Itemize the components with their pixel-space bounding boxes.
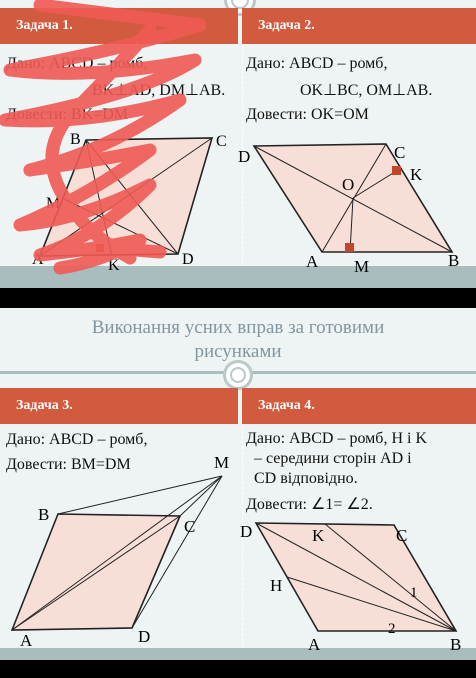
- task4-label-b: B: [450, 635, 461, 654]
- column-divider: [242, 426, 243, 646]
- task3-figure: M B C A D: [10, 453, 229, 650]
- slide-title-line2: рисунками: [194, 341, 282, 362]
- task3-header-label: Задача 3.: [16, 398, 73, 413]
- task4-header-label: Задача 4.: [258, 398, 315, 413]
- task3-prove: Довести: BM=DM: [6, 456, 131, 473]
- task4-angle-1: 1: [410, 585, 418, 601]
- task3-header: Задача 3.: [0, 388, 238, 424]
- task2-label-a: A: [306, 252, 319, 271]
- slide-ring-ornament: [223, 360, 253, 390]
- slide-bottom: Виконання усних вправ за готовими рисунк…: [0, 308, 476, 660]
- task4-angle-2: 2: [388, 621, 396, 637]
- task4-segment-hb: [286, 576, 457, 632]
- task3-label-d: D: [138, 627, 150, 646]
- task3-label-b: B: [38, 505, 49, 524]
- task4-label-k: K: [312, 526, 325, 545]
- task2-segment-ok: [352, 169, 399, 199]
- task3-diagonal-ac: [11, 515, 181, 631]
- column-divider: [242, 46, 243, 264]
- task3-segment-bm: [57, 475, 223, 515]
- task4-label-a: A: [308, 635, 321, 654]
- slide-top: Задача 1. Задача 2. Дано: ABCD – ромб, B…: [0, 0, 476, 288]
- task4-given-line2: – середини сторін AD і: [254, 450, 412, 467]
- task2-header: Задача 2.: [242, 8, 476, 44]
- task2-label-m: M: [354, 257, 369, 276]
- task4-given: Дано: ABCD – ромб, H і K: [246, 430, 427, 447]
- task2-label-b: B: [448, 251, 459, 270]
- slide2-bottom-band: [0, 648, 476, 660]
- task4-given-line3: CD відповідно.: [254, 470, 358, 487]
- task2-right-angle-m: [345, 243, 354, 252]
- task2-prove: Довести: OK=OM: [246, 106, 369, 123]
- task2-header-label: Задача 2.: [258, 18, 315, 33]
- task2-label-d: D: [238, 147, 250, 166]
- task4-label-h: H: [270, 576, 282, 595]
- task3-segment-cm: [179, 475, 223, 517]
- task4-segment-kb: [324, 523, 457, 632]
- task2-given: Дано: ABCD – ромб,: [246, 55, 388, 72]
- task4-prove: Довести: ∠1= ∠2.: [246, 496, 373, 513]
- task2-label-o: O: [342, 175, 354, 194]
- task3-label-a: A: [20, 631, 33, 650]
- task4-label-c: C: [396, 526, 407, 545]
- task2-label-k: K: [410, 165, 423, 184]
- slide1-bottom-band: [0, 266, 476, 288]
- task3-label-c: C: [184, 517, 195, 536]
- task4-label-d: D: [240, 522, 252, 541]
- task3-label-m: M: [214, 453, 229, 472]
- task4-figure: D K C H 1 2 A B: [240, 522, 461, 654]
- task2-right-angle-k: [392, 166, 401, 175]
- task1-label-d: D: [182, 251, 194, 268]
- task2-figure: D C K O A M B: [238, 143, 459, 276]
- task3-segment-dm: [131, 475, 223, 629]
- task1-header-label: Задача 1.: [16, 18, 73, 33]
- red-scribble-overlay: [0, 0, 207, 275]
- task1-label-b: B: [70, 131, 81, 148]
- slide-title-line1: Виконання усних вправ за готовими: [91, 317, 385, 338]
- task4-diagonal-db: [255, 522, 457, 632]
- task3-segment-am: [11, 475, 223, 631]
- task2-label-c: C: [394, 143, 405, 162]
- task3-given: Дано: ABCD – ромб,: [6, 431, 148, 448]
- task2-given-conditions: OK⊥BC, OM⊥AB.: [300, 82, 433, 99]
- task1-label-c: C: [216, 133, 227, 150]
- task2-diagonal-ac: [321, 143, 387, 253]
- task4-header: Задача 4.: [242, 388, 476, 424]
- task1-label-k: K: [108, 257, 120, 274]
